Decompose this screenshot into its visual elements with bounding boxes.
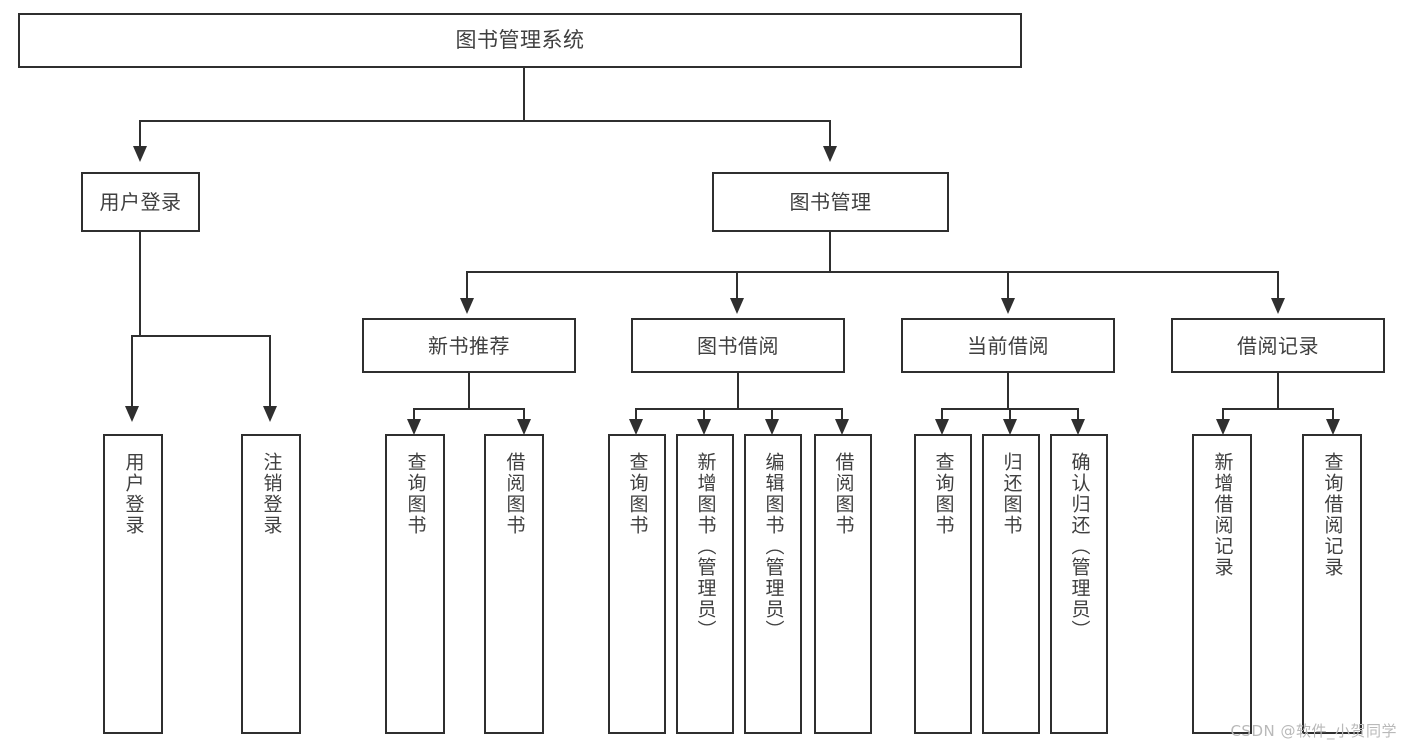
- connector-nbr-child-1: [413, 408, 415, 420]
- node-leaf-logout-login[interactable]: 注销登录: [241, 434, 301, 734]
- node-label: 查询图书: [626, 452, 649, 536]
- arrowhead-root-to-book-management: [823, 146, 837, 162]
- connector-user-login-bar: [131, 335, 271, 337]
- arrowhead-cb-child-2: [1003, 419, 1017, 435]
- node-label: 借阅图书: [832, 452, 855, 536]
- arrowhead-nbr-child-2: [517, 419, 531, 435]
- connector-br-child-2: [1332, 408, 1334, 420]
- arrowhead-cb-child-1: [935, 419, 949, 435]
- arrowhead-bm-child-4: [1271, 298, 1285, 314]
- arrowhead-bm-child-3: [1001, 298, 1015, 314]
- connector-user-login-child-1: [131, 335, 133, 407]
- connector-user-login-child-2: [269, 335, 271, 407]
- node-leaf-edit-book[interactable]: 编辑图书（管理员）: [744, 434, 802, 734]
- arrowhead-bb-child-2: [697, 419, 711, 435]
- node-label: 新增图书（管理员）: [694, 452, 717, 641]
- node-leaf-user-login[interactable]: 用户登录: [103, 434, 163, 734]
- connector-bb-child-3: [771, 408, 773, 420]
- node-label: 查询图书: [932, 452, 955, 536]
- node-label: 图书管理: [789, 190, 872, 214]
- node-leaf-query-book-2[interactable]: 查询图书: [608, 434, 666, 734]
- connector-bm-child-1: [466, 271, 468, 299]
- connector-bb-stem: [737, 373, 739, 409]
- node-new-book-recommend[interactable]: 新书推荐: [362, 318, 576, 373]
- node-leaf-return-book[interactable]: 归还图书: [982, 434, 1040, 734]
- node-leaf-query-book-1[interactable]: 查询图书: [385, 434, 445, 734]
- arrowhead-bm-child-1: [460, 298, 474, 314]
- node-leaf-query-record[interactable]: 查询借阅记录: [1302, 434, 1362, 734]
- connector-root-bar: [139, 120, 831, 122]
- connector-bb-bar: [635, 408, 843, 410]
- connector-cb-child-2: [1009, 408, 1011, 420]
- node-label: 用户登录: [122, 452, 145, 536]
- connector-cb-stem: [1007, 373, 1009, 409]
- node-leaf-add-record[interactable]: 新增借阅记录: [1192, 434, 1252, 734]
- arrowhead-bb-child-3: [765, 419, 779, 435]
- connector-cb-child-1: [941, 408, 943, 420]
- connector-bm-child-2: [736, 271, 738, 299]
- node-label: 当前借阅: [967, 333, 1049, 358]
- connector-bb-child-1: [635, 408, 637, 420]
- arrowhead-user-login-child-1: [125, 406, 139, 422]
- node-label: 借阅图书: [503, 452, 526, 536]
- node-label: 借阅记录: [1237, 333, 1319, 358]
- connector-br-child-1: [1222, 408, 1224, 420]
- arrowhead-bb-child-4: [835, 419, 849, 435]
- connector-root-to-book-management: [829, 120, 831, 147]
- arrowhead-user-login-child-2: [263, 406, 277, 422]
- node-label: 确认归还（管理员）: [1068, 452, 1091, 641]
- node-label: 用户登录: [99, 190, 182, 214]
- node-book-borrow[interactable]: 图书借阅: [631, 318, 845, 373]
- node-label: 新增借阅记录: [1211, 452, 1234, 578]
- node-book-management[interactable]: 图书管理: [712, 172, 949, 232]
- connector-cb-child-3: [1077, 408, 1079, 420]
- node-label: 图书管理系统: [455, 27, 585, 52]
- node-leaf-query-book-3[interactable]: 查询图书: [914, 434, 972, 734]
- arrowhead-bb-child-1: [629, 419, 643, 435]
- connector-nbr-bar: [413, 408, 525, 410]
- node-leaf-add-book[interactable]: 新增图书（管理员）: [676, 434, 734, 734]
- connector-br-bar: [1222, 408, 1334, 410]
- node-label: 归还图书: [1000, 452, 1023, 536]
- arrowhead-cb-child-3: [1071, 419, 1085, 435]
- node-label: 图书借阅: [697, 333, 779, 358]
- node-label: 新书推荐: [428, 333, 510, 358]
- node-leaf-borrow-book-1[interactable]: 借阅图书: [484, 434, 544, 734]
- arrowhead-bm-child-2: [730, 298, 744, 314]
- connector-nbr-child-2: [523, 408, 525, 420]
- connector-nbr-stem: [468, 373, 470, 409]
- connector-root-stem: [523, 68, 525, 121]
- connector-book-management-stem: [829, 232, 831, 272]
- node-borrow-record[interactable]: 借阅记录: [1171, 318, 1385, 373]
- node-label: 查询图书: [404, 452, 427, 536]
- node-leaf-confirm-return[interactable]: 确认归还（管理员）: [1050, 434, 1108, 734]
- connector-bb-child-4: [841, 408, 843, 420]
- node-label: 注销登录: [260, 452, 283, 536]
- arrowhead-br-child-2: [1326, 419, 1340, 435]
- arrowhead-br-child-1: [1216, 419, 1230, 435]
- arrowhead-root-to-user-login: [133, 146, 147, 162]
- node-user-login[interactable]: 用户登录: [81, 172, 200, 232]
- arrowhead-nbr-child-1: [407, 419, 421, 435]
- connector-bm-child-4: [1277, 271, 1279, 299]
- connector-book-management-bar: [466, 271, 1278, 273]
- connector-bm-child-3: [1007, 271, 1009, 299]
- node-label: 编辑图书（管理员）: [762, 452, 785, 641]
- node-label: 查询借阅记录: [1321, 452, 1344, 578]
- connector-br-stem: [1277, 373, 1279, 409]
- node-root-system[interactable]: 图书管理系统: [18, 13, 1022, 68]
- connector-root-to-user-login: [139, 120, 141, 147]
- connector-user-login-stem: [139, 232, 141, 336]
- node-current-borrow[interactable]: 当前借阅: [901, 318, 1115, 373]
- connector-bb-child-2: [703, 408, 705, 420]
- node-leaf-borrow-book-2[interactable]: 借阅图书: [814, 434, 872, 734]
